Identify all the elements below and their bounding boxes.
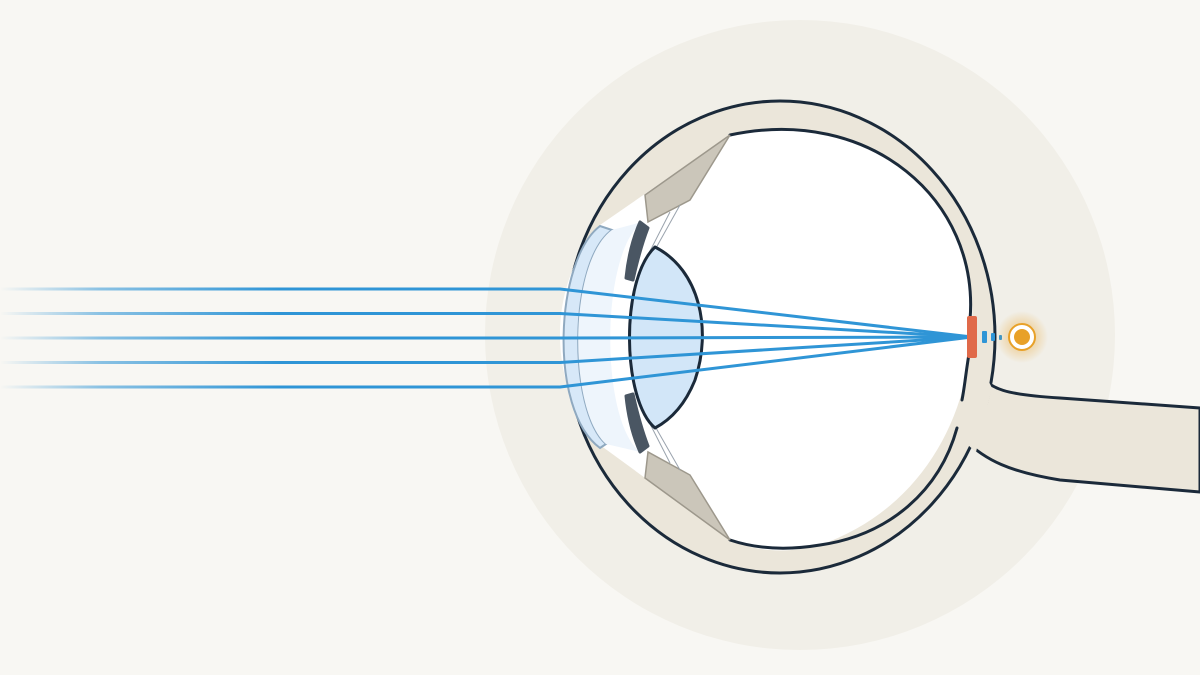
iris-bottom bbox=[624, 392, 650, 454]
light-ray-refracted bbox=[558, 312, 974, 339]
ciliary-body-bottom bbox=[644, 450, 731, 541]
optic-nerve bbox=[963, 368, 1200, 494]
zonule-fibers bbox=[647, 204, 681, 471]
nerve-joint bbox=[960, 372, 992, 452]
iris-top bbox=[624, 220, 650, 282]
light-ray-refracted bbox=[558, 335, 974, 340]
light-ray-refracted bbox=[558, 335, 974, 364]
light-rays bbox=[0, 287, 974, 389]
light-ray-refracted bbox=[558, 287, 974, 339]
focal-point bbox=[967, 316, 977, 358]
signal-dot bbox=[1014, 329, 1030, 345]
light-ray-refracted bbox=[558, 335, 974, 389]
ciliary-body-top bbox=[644, 134, 731, 224]
